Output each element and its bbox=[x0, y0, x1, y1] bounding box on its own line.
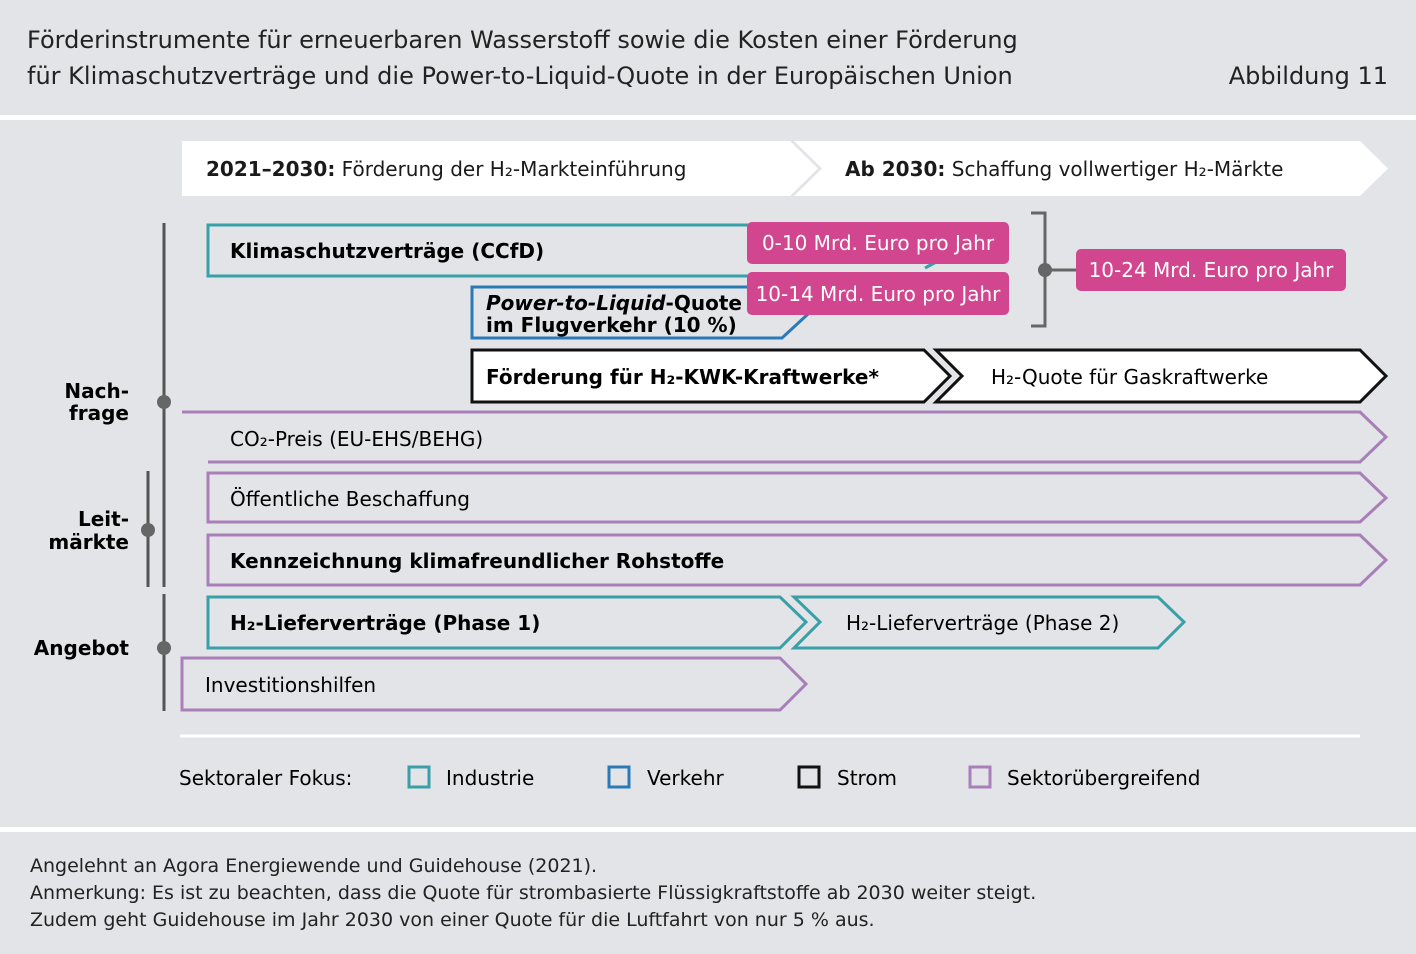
supply-phase-1-label: H₂-Lieferverträge (Phase 1) bbox=[230, 611, 540, 635]
legend-label-strom: Strom bbox=[837, 766, 897, 790]
demand-bracket bbox=[157, 223, 171, 587]
ptl-cost: 10-14 Mrd. Euro pro Jahr bbox=[756, 282, 1002, 306]
group-supply: Angebot bbox=[34, 636, 130, 660]
lead-market-bracket bbox=[141, 471, 155, 587]
group-lead-market-line-2: märkte bbox=[48, 530, 129, 554]
ptl-label-italic: Power-to-Liquid bbox=[486, 291, 666, 315]
legend-swatch-industrie bbox=[407, 765, 431, 789]
instrument-investment-aid: Investitionshilfen bbox=[180, 656, 809, 712]
footnote-remark-2: Zudem geht Guidehouse im Jahr 2030 von e… bbox=[30, 909, 875, 931]
instrument-supply-phase-2: H₂-Lieferverträge (Phase 2) bbox=[790, 595, 1187, 650]
cost-badge-ptl: 10-14 Mrd. Euro pro Jahr bbox=[747, 272, 1009, 315]
group-lead-market-line-1: Leit- bbox=[78, 507, 129, 531]
cost-badge-total: 10-24 Mrd. Euro pro Jahr bbox=[1076, 249, 1346, 291]
phase-2-years: Ab 2030: bbox=[845, 157, 945, 181]
instrument-ptl-quota: Power-to-Liquid-Quote im Flugverkehr (10… bbox=[470, 285, 810, 340]
legend-title: Sektoraler Fokus: bbox=[179, 766, 352, 790]
footnote-remark: Anmerkung: Es ist zu beachten, dass die … bbox=[30, 882, 1037, 904]
footnote-source: Angelehnt an Agora Energiewende und Guid… bbox=[30, 855, 598, 877]
top-divider bbox=[0, 115, 1416, 120]
svg-text:Power-to-Liquid-Quote: Power-to-Liquid-Quote bbox=[486, 291, 742, 315]
supply-bracket bbox=[157, 594, 171, 711]
title-line-2: für Klimaschutzverträge und die Power-to… bbox=[27, 62, 1013, 90]
phase-2-text: Schaffung vollwertiger H₂-Märkte bbox=[945, 157, 1283, 181]
figure-title: Förderinstrumente für erneuerbaren Wasse… bbox=[27, 22, 1018, 94]
instrument-public-procurement: Öffentliche Beschaffung bbox=[206, 471, 1389, 524]
ptl-label-line-2: im Flugverkehr (10 %) bbox=[486, 313, 737, 337]
kwk-label: Förderung für H₂-KWK-Kraftwerke* bbox=[486, 365, 879, 389]
instrument-co2-price: CO₂-Preis (EU-EHS/BEHG) bbox=[182, 410, 1389, 464]
timeline-phase-2: Ab 2030: Schaffung vollwertiger H₂-Märkt… bbox=[794, 141, 1388, 196]
total-cost-bracket bbox=[1031, 211, 1078, 328]
instrument-labelling: Kennzeichnung klimafreundlicher Rohstoff… bbox=[206, 533, 1389, 587]
investment-aid-label: Investitionshilfen bbox=[205, 673, 376, 697]
legend-swatch-verkehr bbox=[607, 765, 631, 789]
supply-phase-2-label: H₂-Lieferverträge (Phase 2) bbox=[846, 611, 1119, 635]
timeline-phase-1: 2021–2030: Förderung der H₂-Markteinführ… bbox=[182, 141, 818, 196]
group-demand-line-1: Nach- bbox=[64, 379, 129, 403]
figure-label: Abbildung 11 bbox=[1228, 62, 1388, 90]
instrument-supply-phase-1: H₂-Lieferverträge (Phase 1) bbox=[206, 595, 809, 650]
procurement-label: Öffentliche Beschaffung bbox=[230, 487, 470, 511]
ccfd-cost: 0-10 Mrd. Euro pro Jahr bbox=[762, 231, 995, 255]
legend-swatch-strom bbox=[797, 765, 821, 789]
svg-text:2021–2030: Förderung der H₂-Ma: 2021–2030: Förderung der H₂-Markteinführ… bbox=[206, 157, 686, 181]
legend-label-sektor: Sektorübergreifend bbox=[1007, 766, 1201, 790]
total-cost: 10-24 Mrd. Euro pro Jahr bbox=[1089, 258, 1335, 282]
labelling-label: Kennzeichnung klimafreundlicher Rohstoff… bbox=[230, 549, 724, 573]
legend: Sektoraler Fokus: Industrie Verkehr Stro… bbox=[179, 765, 1201, 790]
instrument-kwk: Förderung für H₂-KWK-Kraftwerke* bbox=[470, 348, 953, 404]
co2-label: CO₂-Preis (EU-EHS/BEHG) bbox=[230, 427, 483, 451]
gas-quota-label: H₂-Quote für Gaskraftwerke bbox=[991, 365, 1268, 389]
group-demand-line-2: frage bbox=[69, 401, 129, 425]
ptl-label-rest: -Quote bbox=[666, 291, 742, 315]
bottom-divider bbox=[0, 827, 1416, 832]
footnotes: Angelehnt an Agora Energiewende und Guid… bbox=[30, 853, 1036, 934]
legend-label-industrie: Industrie bbox=[446, 766, 534, 790]
legend-label-verkehr: Verkehr bbox=[647, 766, 725, 790]
svg-text:Ab 2030: Schaffung vollwertige: Ab 2030: Schaffung vollwertiger H₂-Märkt… bbox=[845, 157, 1283, 181]
ccfd-label: Klimaschutzverträge (CCfD) bbox=[230, 239, 544, 263]
cost-badge-ccfd: 0-10 Mrd. Euro pro Jahr bbox=[747, 222, 1009, 264]
phase-1-text: Förderung der H₂-Markteinführung bbox=[335, 157, 686, 181]
legend-swatch-sektor bbox=[968, 765, 992, 789]
title-line-1: Förderinstrumente für erneuerbaren Wasse… bbox=[27, 26, 1018, 54]
phase-1-years: 2021–2030: bbox=[206, 157, 335, 181]
instrument-gas-quota: H₂-Quote für Gaskraftwerke bbox=[932, 348, 1389, 404]
